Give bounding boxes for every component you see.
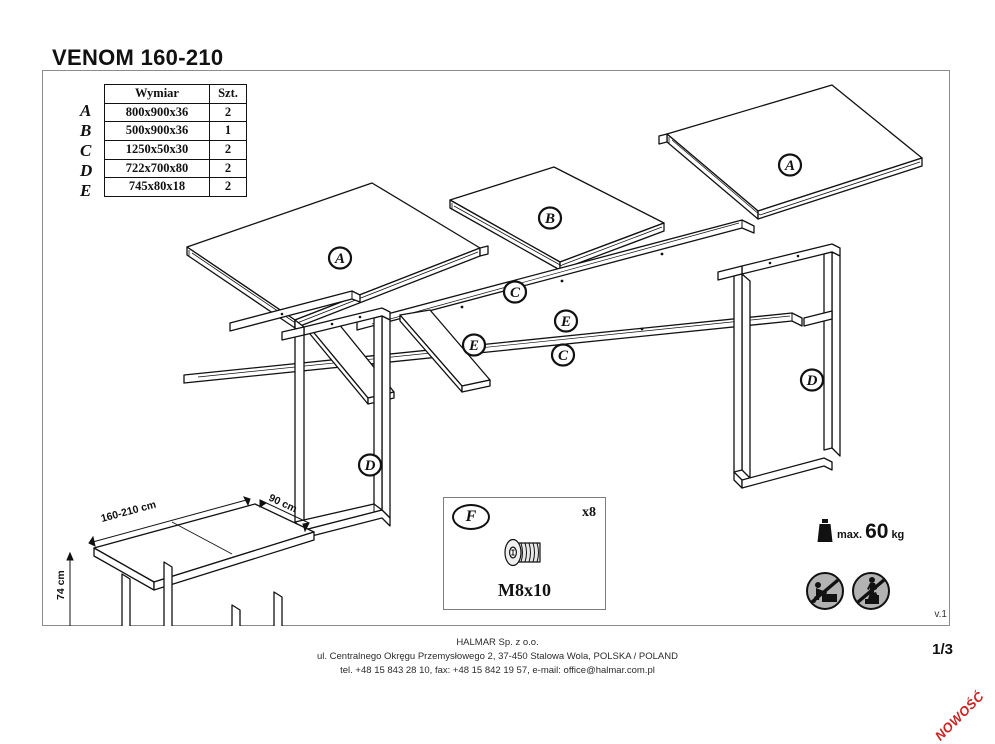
dimension-width-label: 160-210 cm xyxy=(100,499,158,525)
panel-a-right xyxy=(658,84,923,220)
footer: HALMAR Sp. z o.o. ul. Centralnego Okręgu… xyxy=(0,636,995,677)
table-row: 1250x50x30 2 xyxy=(104,139,247,160)
no-leaning-icon xyxy=(806,572,844,610)
exploded-assembly-diagram: 160-210 cm 90 cm 74 cm A B C E E C xyxy=(55,84,923,626)
part-dimension-b: 500x900x36 xyxy=(104,121,210,141)
svg-text:D: D xyxy=(806,373,818,389)
load-unit: kg xyxy=(891,529,905,541)
part-letter-e: E xyxy=(80,181,92,200)
rail-c-upper-left-segment xyxy=(229,290,361,332)
hex-socket-bolt-icon xyxy=(503,538,541,567)
part-dimension-e: 745x80x18 xyxy=(104,177,210,197)
max-load-indicator: max. 60 kg xyxy=(816,518,904,544)
page-title: VENOM 160-210 xyxy=(52,45,224,70)
parts-table: Wymiar Szt. 800x900x36 2 500x900x36 1 12… xyxy=(104,84,247,197)
part-dimension-a: 800x900x36 xyxy=(104,102,210,123)
warning-icons xyxy=(806,572,890,610)
callout-c-lower: C xyxy=(550,343,576,367)
callout-a-left: A xyxy=(327,246,353,270)
svg-text:E: E xyxy=(560,314,571,330)
nowosc-watermark: NOWOŚĆ xyxy=(931,688,987,744)
dimension-arrows xyxy=(66,496,310,626)
part-qty-a: 2 xyxy=(209,102,247,123)
part-dimension-d: 722x700x80 xyxy=(104,158,210,179)
part-qty-c: 2 xyxy=(209,139,247,160)
dimension-height-label: 74 cm xyxy=(55,570,67,600)
hardware-name: M8x10 xyxy=(498,580,551,600)
footer-contact: tel. +48 15 843 28 10, fax: +48 15 842 1… xyxy=(340,664,655,676)
svg-text:C: C xyxy=(510,285,521,301)
table-row: 800x900x36 2 xyxy=(104,102,247,123)
hardware-letter-badge: F xyxy=(452,504,490,530)
version-label: v.1 xyxy=(934,609,947,620)
part-letter-a: A xyxy=(80,101,92,120)
callout-b-center: B xyxy=(537,206,563,230)
max-load-text: max. 60 kg xyxy=(837,520,904,544)
callout-d-left: D xyxy=(357,453,383,477)
svg-text:A: A xyxy=(334,251,345,267)
svg-text:C: C xyxy=(558,348,569,364)
part-letter-d: D xyxy=(80,161,93,180)
leg-frame-d-right xyxy=(717,243,841,489)
callout-c-upper: C xyxy=(502,280,528,304)
load-prefix: max. xyxy=(837,529,863,541)
load-value: 60 xyxy=(865,520,889,543)
table-row: 722x700x80 2 xyxy=(104,158,247,179)
column-header-dimension: Wymiar xyxy=(104,84,210,104)
callout-e-left: E xyxy=(461,333,487,357)
no-standing-icon xyxy=(852,572,890,610)
finished-table-view xyxy=(93,503,315,626)
rail-c-lower xyxy=(183,312,803,384)
table-header-row: Wymiar Szt. xyxy=(104,84,247,104)
table-row: 500x900x36 1 xyxy=(104,121,247,141)
table-row: 745x80x18 2 xyxy=(104,177,247,197)
callout-e-right: E xyxy=(553,309,579,333)
svg-text:A: A xyxy=(784,158,795,174)
page-number: 1/3 xyxy=(932,641,953,658)
callout-a-right: A xyxy=(777,153,803,177)
column-header-quantity: Szt. xyxy=(209,84,247,104)
callout-group: A B C E E C A D xyxy=(327,153,825,477)
part-qty-b: 1 xyxy=(209,121,247,141)
weight-icon xyxy=(817,519,833,542)
part-letter-b: B xyxy=(80,121,92,140)
footer-address: ul. Centralnego Okręgu Przemysłowego 2, … xyxy=(316,650,678,662)
hardware-box: F x8 M8x10 xyxy=(443,497,606,610)
svg-text:E: E xyxy=(468,338,479,354)
svg-text:D: D xyxy=(364,458,376,474)
brace-e-right xyxy=(399,309,491,393)
footer-company: HALMAR Sp. z o.o. xyxy=(456,637,539,648)
part-letter-c: C xyxy=(80,141,92,160)
hardware-count: x8 xyxy=(582,505,596,520)
part-dimension-c: 1250x50x30 xyxy=(104,139,210,160)
callout-d-right: D xyxy=(799,368,825,392)
part-qty-e: 2 xyxy=(209,177,247,197)
svg-text:B: B xyxy=(544,211,555,227)
rail-c-upper xyxy=(356,219,755,331)
